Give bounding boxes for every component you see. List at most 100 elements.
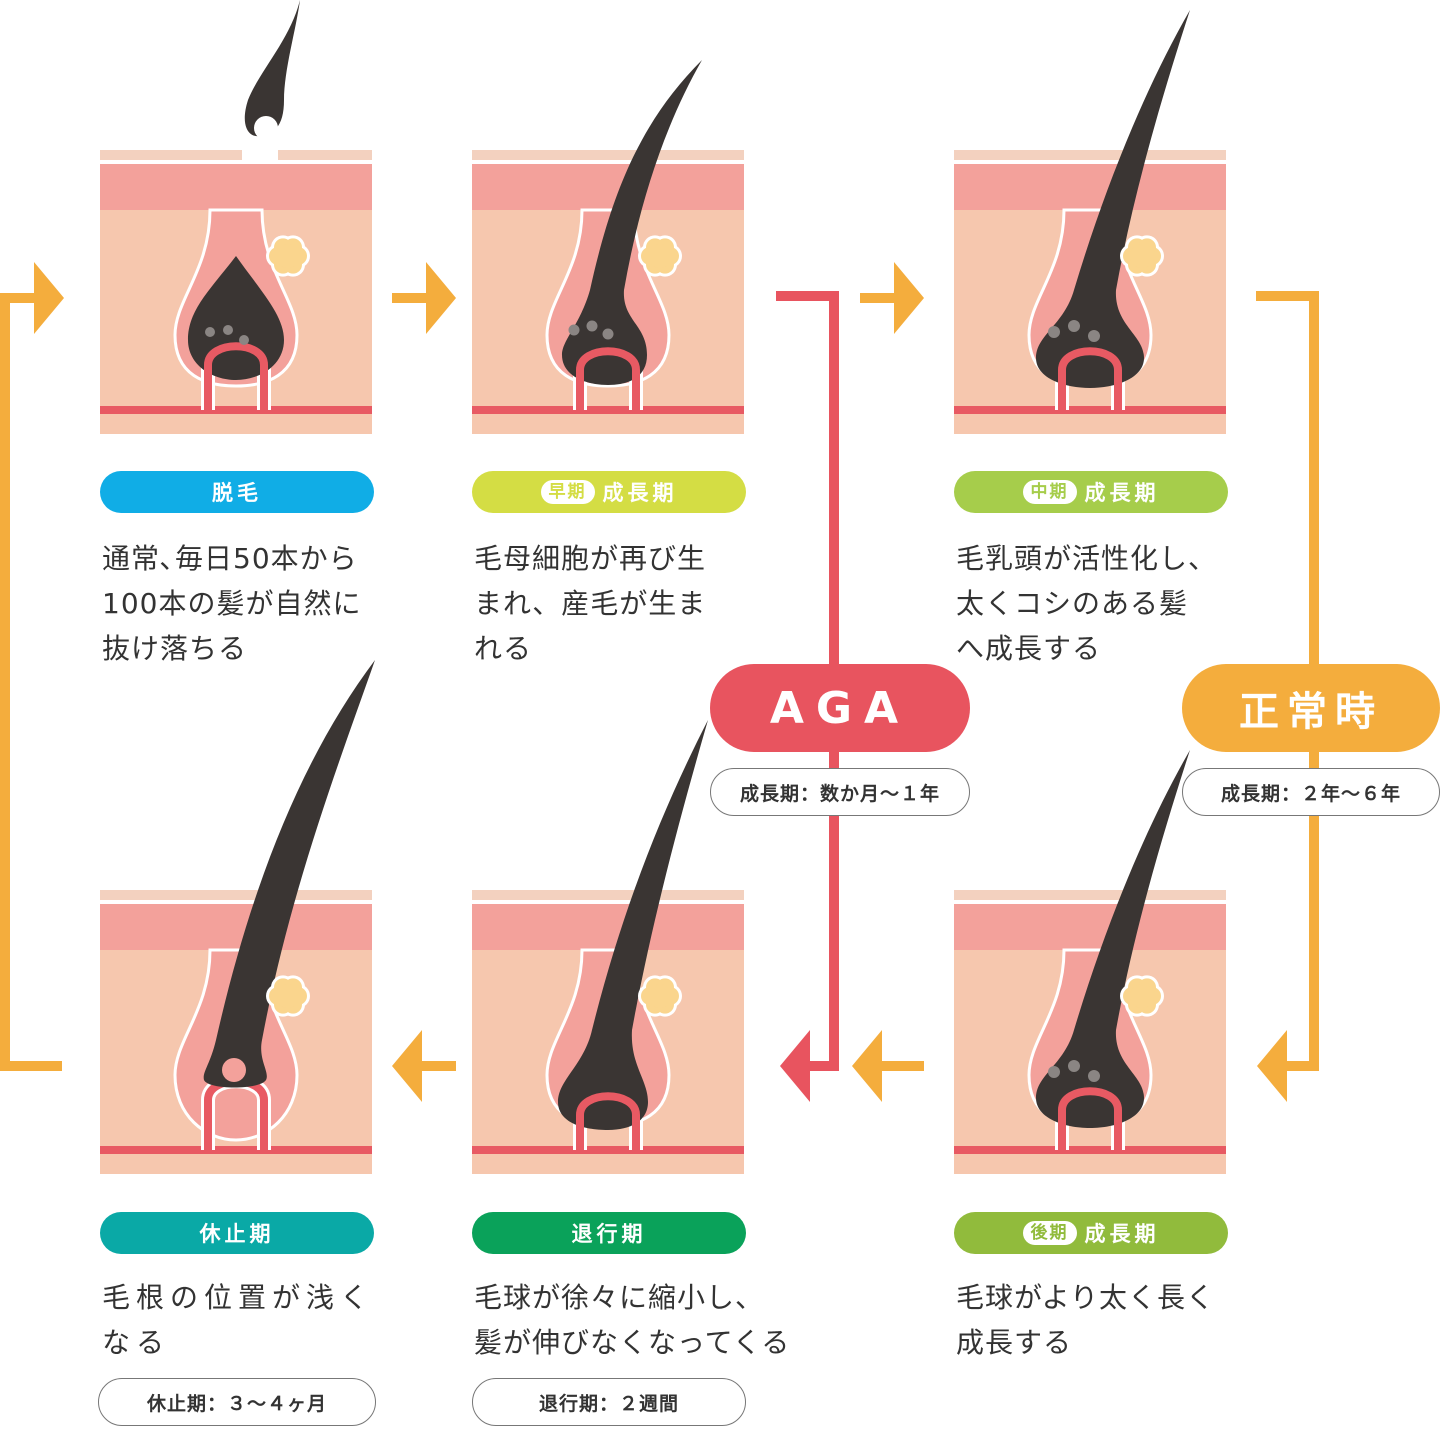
stage-pill-telogen: 休止期 — [100, 1212, 374, 1254]
normal-duration: 成長期：２年～６年 — [1182, 768, 1440, 816]
stage-sub-label: 早期 — [540, 480, 595, 504]
stage-sub-label: 後期 — [1022, 1221, 1077, 1245]
flow-arrow-shaft — [420, 1061, 456, 1071]
duration-catagen: 退行期：２週間 — [472, 1378, 746, 1426]
gland-center — [648, 244, 672, 268]
melanocyte — [568, 324, 580, 336]
flow-arrow-shaft — [860, 293, 896, 303]
hair-shaft — [203, 660, 375, 1088]
hair-shaft — [1036, 750, 1190, 1128]
aga-label: AGA — [769, 682, 911, 734]
aga-tag: AGA — [710, 664, 970, 752]
sebaceous-gland — [266, 235, 310, 277]
epidermis — [954, 904, 1226, 950]
epidermis — [472, 164, 744, 210]
stage-title: 成長期 — [602, 481, 678, 505]
gland-center — [276, 984, 300, 1008]
dermal-papilla-top — [1058, 1087, 1122, 1150]
flow-arrow-head — [852, 1030, 882, 1102]
sebaceous-gland — [638, 975, 682, 1017]
skin-edge — [472, 150, 744, 160]
skin-edge — [100, 150, 372, 160]
hair-shaft — [1036, 10, 1190, 388]
stage-description: 毛乳頭が活性化し、 太くコシのある髪 へ成長する — [956, 542, 1218, 665]
blood-vessel — [954, 1146, 1226, 1154]
flow-arrow-head — [426, 262, 456, 334]
flow-arrow-head — [34, 262, 64, 334]
skin-edge — [100, 890, 372, 900]
dermal-papilla-top — [1058, 347, 1122, 410]
stage-description: 毛球がより太く長く 成長する — [956, 1281, 1216, 1359]
blood-vessel — [472, 1146, 744, 1154]
cycle-return-line — [0, 293, 62, 1071]
stage-title: 成長期 — [1084, 481, 1160, 505]
skin-edge — [954, 150, 1226, 160]
melanocyte — [1068, 320, 1080, 332]
normal-label: 正常時 — [1239, 689, 1383, 735]
blood-vessel — [100, 1146, 372, 1154]
skin-edge — [472, 890, 744, 900]
aga-duration: 成長期：数か月～１年 — [710, 768, 970, 816]
hair-shaft — [562, 60, 702, 385]
blood-vessel — [100, 406, 372, 414]
melanocyte — [1048, 1066, 1060, 1078]
epidermis — [100, 164, 372, 210]
gland-center — [648, 984, 672, 1008]
stage-pill-datsumou: 脱毛 — [100, 471, 374, 513]
epidermis — [472, 904, 744, 950]
stage-title: 休止期 — [199, 1222, 275, 1246]
stage-description: 毛球が徐々に縮小し、 髪が伸びなくなってくる — [474, 1281, 791, 1359]
flow-arrow-shaft — [880, 1061, 924, 1071]
epidermis — [954, 164, 1226, 210]
melanocyte — [205, 327, 215, 337]
detached-hair — [244, 0, 300, 137]
skin-panel-datsumou — [100, 0, 372, 434]
gland-center — [1130, 984, 1154, 1008]
blood-vessel — [472, 406, 744, 414]
flow-arrow-shaft — [392, 293, 428, 303]
dermal-papilla-top — [204, 342, 268, 380]
skin-gap — [242, 148, 278, 162]
flow-arrow-head — [392, 1030, 422, 1102]
gland-center — [1130, 244, 1154, 268]
epidermis — [100, 904, 372, 950]
melanocyte — [239, 335, 249, 345]
stage-sub-label: 中期 — [1022, 480, 1077, 504]
sebaceous-gland — [266, 975, 310, 1017]
club-hair-root — [222, 1058, 246, 1082]
skin-panel-kyuushi — [100, 660, 375, 1174]
stage-description: 毛根の位置が浅く なる — [102, 1281, 375, 1359]
hair-bulb — [188, 256, 284, 380]
skin-panel-middle — [954, 10, 1226, 434]
melanocyte — [586, 320, 598, 332]
skin-panel-early — [472, 60, 744, 434]
duration-telogen: 休止期：３～４ヶ月 — [98, 1378, 376, 1426]
aga-arrow-head — [780, 1030, 810, 1102]
stage-pill-middle-growth: 中期 成長期 — [954, 471, 1228, 513]
normal-tag: 正常時 — [1182, 664, 1440, 752]
skin-panel-late — [954, 750, 1226, 1174]
hair-shaft — [558, 720, 708, 1130]
sebaceous-gland — [1120, 235, 1164, 277]
stage-pill-late-growth: 後期 成長期 — [954, 1212, 1228, 1254]
stage-title: 成長期 — [1084, 1222, 1160, 1246]
melanocyte — [602, 328, 614, 340]
stage-description: 通常､毎日50本から 100本の髪が自然に 抜け落ちる — [102, 542, 362, 665]
gland-center — [276, 244, 300, 268]
skin-panel-taikou — [472, 720, 744, 1174]
dermal-papilla-top — [576, 347, 640, 410]
melanocyte — [223, 325, 233, 335]
stage-description: 毛母細胞が再び生 まれ、産毛が生ま れる — [474, 542, 707, 665]
detached-hair-root — [254, 116, 278, 140]
stage-title: 退行期 — [571, 1222, 647, 1246]
melanocyte — [1088, 1070, 1100, 1082]
dermal-papilla-top — [576, 1092, 640, 1150]
skin-edge — [954, 890, 1226, 900]
stage-title: 脱毛 — [212, 481, 262, 505]
sebaceous-gland — [638, 235, 682, 277]
sebaceous-gland — [1120, 975, 1164, 1017]
stage-pill-catagen: 退行期 — [472, 1212, 746, 1254]
stage-pill-early-growth: 早期 成長期 — [472, 471, 746, 513]
